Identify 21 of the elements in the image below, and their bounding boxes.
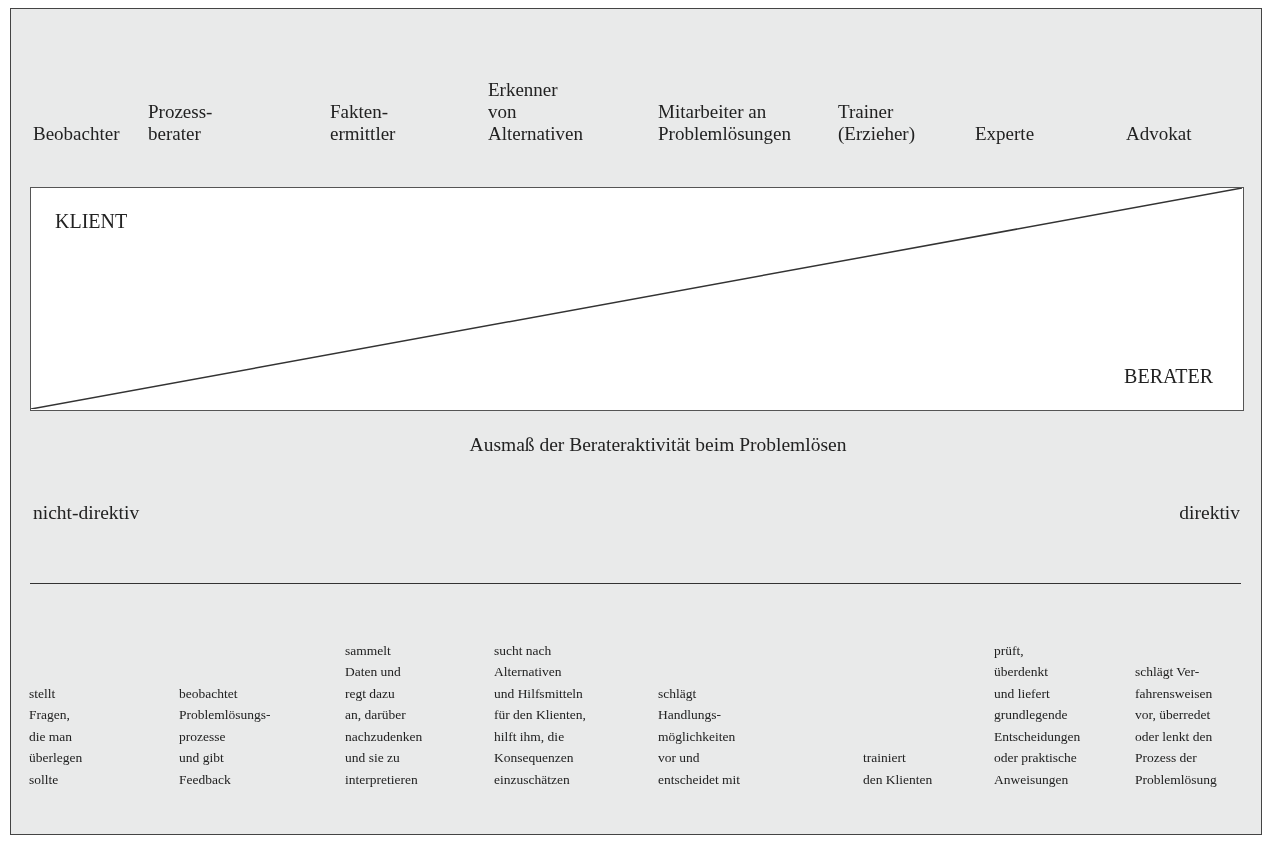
role-label: Prozess- berater — [148, 101, 213, 145]
axis-caption: Ausmaß der Berateraktivität beim Problemlösen — [469, 434, 847, 456]
role-label: Erkenner von Alternativen — [488, 79, 583, 145]
role-label: Fakten- ermittler — [330, 101, 396, 145]
role-label: Experte — [975, 123, 1035, 145]
role-label: Trainer (Erzieher) — [838, 101, 915, 145]
activity-description: sammelt Daten und regt dazu an, darüber nachzudenken und sie zu interpretieren — [345, 641, 423, 789]
activity-description: stellt Fragen, die man überlegen sollte — [29, 684, 83, 789]
role-label: Beobachter — [33, 123, 120, 145]
activity-description: beobachtet Problemlösungs- prozesse und gibt Feedback — [179, 684, 271, 789]
role-label: Mitarbeiter an Problemlösungen — [658, 101, 791, 145]
scale-end-label: direktiv — [1179, 502, 1240, 524]
activity-description: prüft, überdenkt und liefert grundlegende Entscheidungen oder praktische Anweisungen — [994, 641, 1081, 789]
role-side-label: KLIENT — [55, 210, 128, 233]
activity-description: schlägt Ver- fahrensweisen vor, überredet oder lenkt den Prozess der Problemlösung — [1135, 663, 1217, 789]
activity-description: schlägt Handlungs- möglichkeiten vor und entscheidet mit — [658, 684, 741, 789]
activity-description: trainiert den Klienten — [863, 749, 933, 789]
scale-end-label: nicht-direktiv — [33, 502, 140, 524]
role-label: Advokat — [1126, 123, 1192, 145]
role-side-label: BERATER — [1124, 365, 1213, 388]
activity-description: sucht nach Alternativen und Hilfsmitteln für den Klienten, hilft ihm, die Konsequenzen einzuschätzen — [494, 641, 586, 789]
